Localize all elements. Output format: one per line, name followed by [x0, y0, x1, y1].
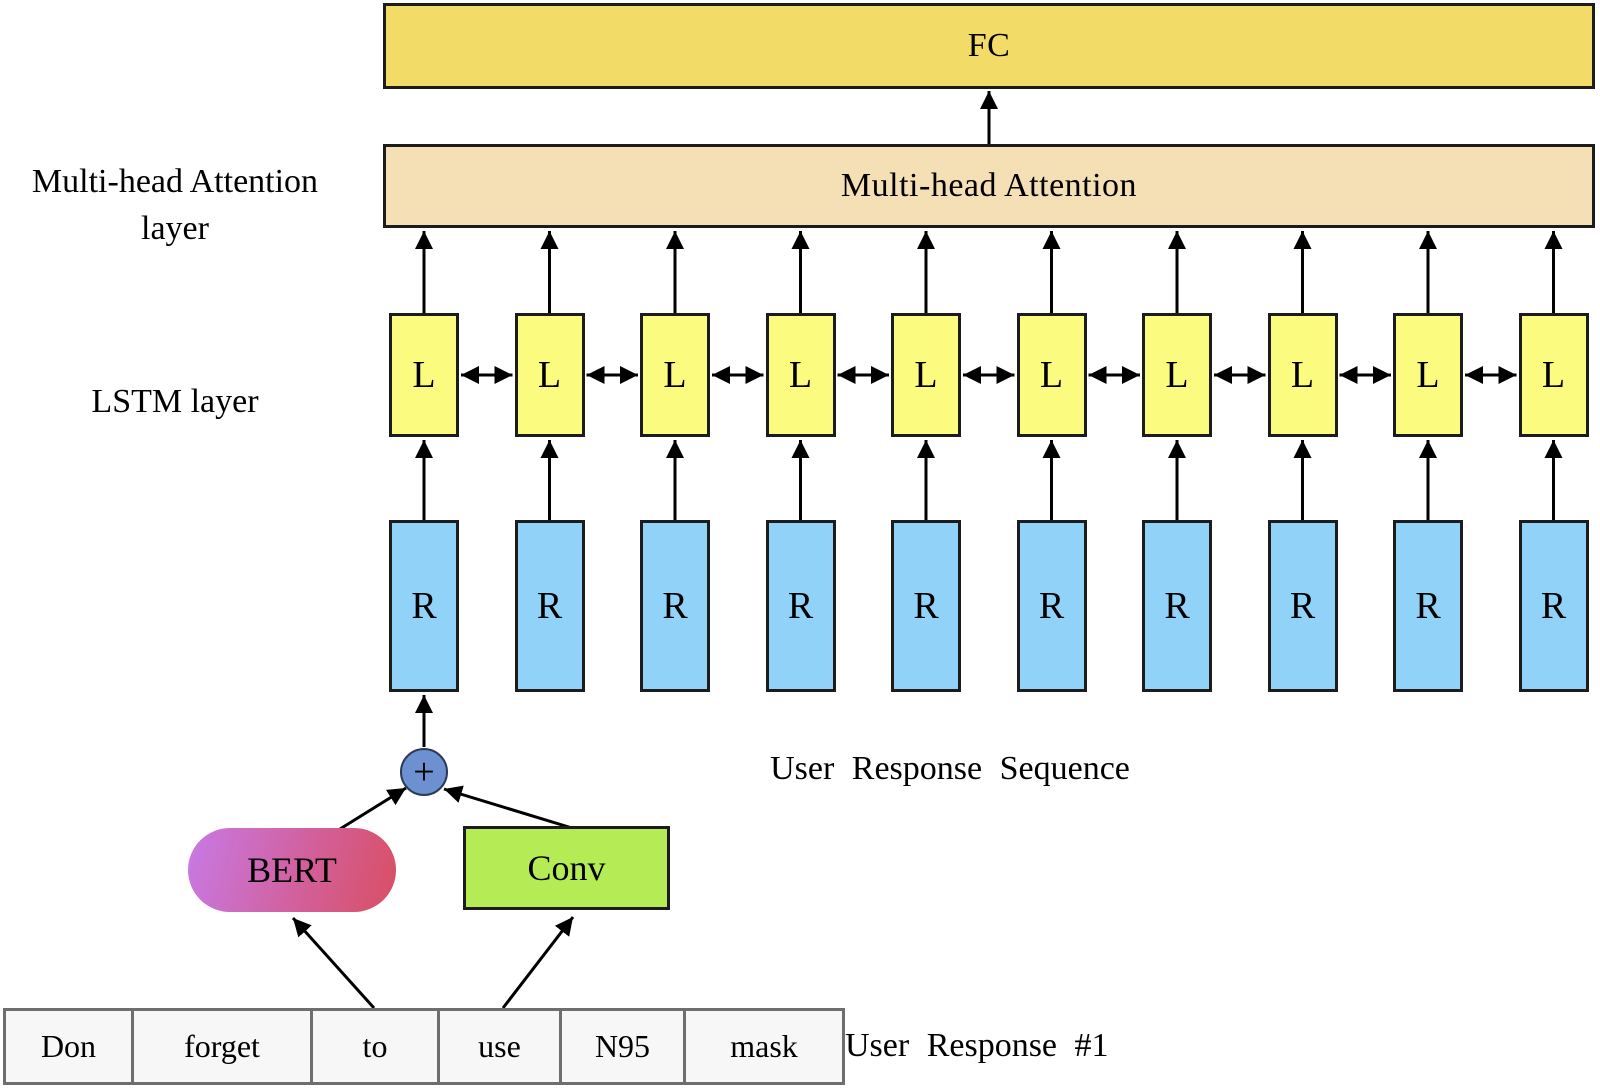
response-cell: R	[765, 520, 836, 692]
response-cell-letter: R	[787, 585, 814, 627]
token-cell: forget	[131, 1008, 313, 1085]
response-cell-letter: R	[1415, 585, 1441, 627]
lstm-cell: L	[1393, 313, 1463, 437]
token-label: Don	[40, 1028, 97, 1064]
arrow	[443, 785, 573, 830]
response-cell: R	[891, 520, 961, 692]
arrow	[291, 916, 376, 1010]
token-label: N95	[594, 1028, 651, 1064]
sequence-label: User Response Sequence	[770, 750, 1130, 787]
response-number-label: User Response #1	[845, 1027, 1109, 1064]
lstm-cell-letter: L	[663, 354, 687, 396]
response-cell: R	[389, 520, 459, 692]
token-label: to	[362, 1028, 388, 1064]
lstm-cell-letter: L	[788, 354, 813, 396]
lstm-cell-letter: L	[1165, 354, 1189, 396]
token-label: forget	[184, 1028, 260, 1064]
response-cell-letter: R	[536, 585, 563, 627]
token-cell: to	[310, 1008, 440, 1085]
attention-layer-label: Multi-head Attention layer	[0, 158, 350, 252]
conv-box: Conv	[463, 826, 670, 910]
lstm-cell-letter: L	[1416, 354, 1440, 396]
bert-box: BERT	[188, 828, 396, 912]
response-cell-letter: R	[1540, 585, 1567, 627]
response-cell: R	[1016, 520, 1087, 692]
plus-icon: +	[413, 751, 435, 793]
lstm-cell-letter: L	[1541, 354, 1566, 396]
lstm-cell: L	[640, 313, 710, 437]
response-cell: R	[1267, 520, 1338, 692]
lstm-cell-letter: L	[1290, 354, 1315, 396]
response-cell: R	[640, 520, 710, 692]
fc-label: FC	[967, 27, 1011, 64]
response-cell: R	[514, 520, 585, 692]
token-cell: Don	[3, 1008, 134, 1085]
lstm-cell-letter: L	[1039, 354, 1064, 396]
lstm-cell: L	[1016, 313, 1087, 437]
lstm-cell-letter: L	[412, 354, 436, 396]
lstm-cell: L	[514, 313, 585, 437]
lstm-cell: L	[1267, 313, 1338, 437]
arrow	[501, 916, 575, 1009]
token-label: use	[478, 1028, 521, 1064]
response-cell-letter: R	[1164, 585, 1190, 627]
token-cell: mask	[683, 1008, 845, 1085]
response-cell-letter: R	[913, 585, 939, 627]
bert-label: BERT	[247, 850, 337, 890]
attention-layer-label-line2: layer	[141, 210, 209, 247]
response-cell: R	[1518, 520, 1589, 692]
token-cell: use	[437, 1008, 562, 1085]
response-cell-letter: R	[1038, 585, 1065, 627]
conv-label: Conv	[527, 848, 606, 888]
sum-node: +	[400, 748, 448, 796]
response-cell: R	[1142, 520, 1212, 692]
response-cell: R	[1393, 520, 1463, 692]
lstm-cell: L	[1142, 313, 1212, 437]
response-cell-letter: R	[411, 585, 437, 627]
arrow	[339, 786, 407, 831]
attention-box: Multi-head Attention	[383, 144, 1595, 228]
attention-layer-label-line1: Multi-head Attention	[31, 163, 319, 200]
lstm-cell: L	[891, 313, 961, 437]
lstm-layer-label: LSTM layer	[91, 383, 259, 420]
lstm-cell-letter: L	[537, 354, 562, 396]
lstm-cell: L	[1518, 313, 1589, 437]
token-cell: N95	[559, 1008, 686, 1085]
response-cell-letter: R	[662, 585, 688, 627]
token-label: mask	[730, 1028, 798, 1064]
response-cell-letter: R	[1289, 585, 1316, 627]
lstm-cell: L	[765, 313, 836, 437]
lstm-cell-letter: L	[914, 354, 938, 396]
fc-box: FC	[383, 3, 1595, 89]
attention-label: Multi-head Attention	[840, 167, 1138, 204]
lstm-cell: L	[389, 313, 459, 437]
